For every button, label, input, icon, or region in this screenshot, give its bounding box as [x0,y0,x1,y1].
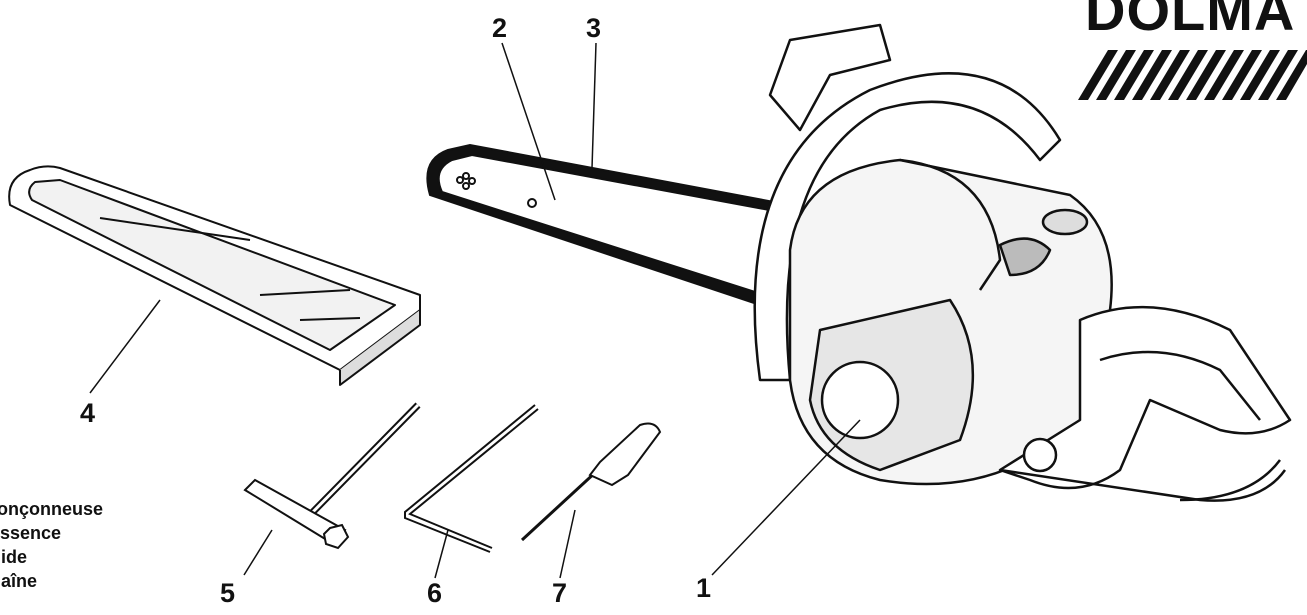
guide-bar-and-chain [426,143,792,307]
brand-stripes [1078,50,1307,100]
callout-7: 7 [552,578,568,608]
callout-1: 1 [696,573,712,603]
callout-2: 2 [492,13,508,43]
chainsaw-body [753,23,1292,502]
callout-4: 4 [80,398,96,428]
bar-scabbard [8,165,421,386]
brand-logo-text: DOLMA [1085,0,1296,42]
leader-lines [89,42,861,579]
callout-5: 5 [220,578,236,608]
screwdriver [520,422,662,542]
callout-3: 3 [586,13,602,43]
legend-item: uide [0,547,28,567]
legend-item: haîne [0,571,38,591]
hex-key [404,404,539,553]
spark-plug-wrench [243,402,421,550]
callout-6: 6 [427,578,443,608]
legend-item: ronçonneuse [0,499,104,519]
